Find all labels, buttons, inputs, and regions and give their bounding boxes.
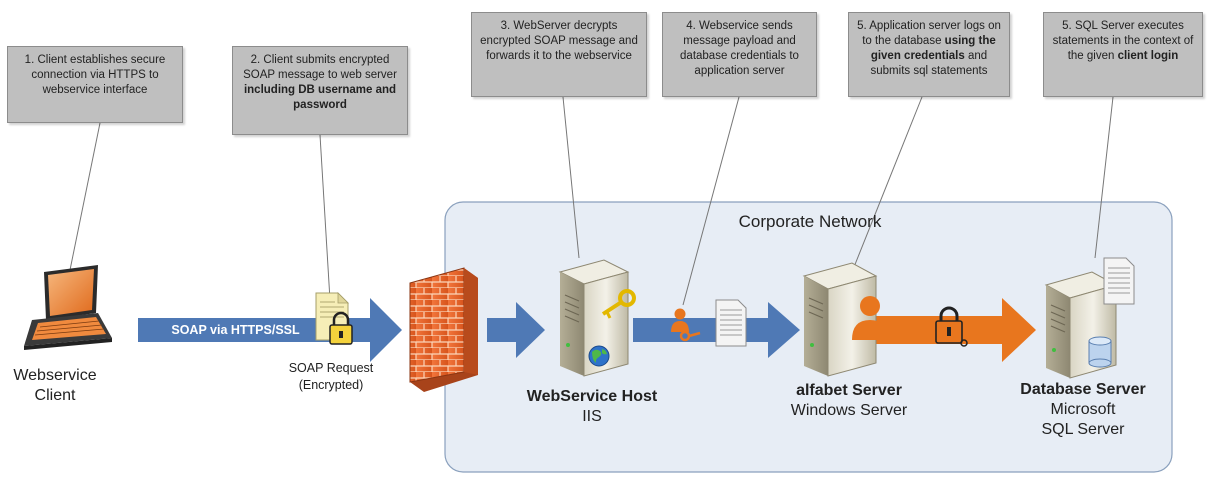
lock-with-key-icon [935, 306, 968, 347]
globe-icon [588, 345, 610, 367]
callout-text-run: 4. Webservice sends message payload and … [680, 20, 799, 77]
callout-connectors [69, 96, 1114, 306]
alfabet-server-icon [802, 262, 878, 377]
webservice-host-name: WebService Host [526, 388, 658, 405]
firewall-icon [409, 267, 478, 392]
webservice-host-label: WebService Host IIS [512, 387, 672, 427]
callout-text-run: 5. SQL Server executes statements in the… [1052, 20, 1194, 62]
database-server-sub2: SQL Server [1041, 421, 1125, 438]
connector-1 [69, 122, 101, 271]
callout-text-run: using the given credentials [870, 35, 996, 62]
message-document-icon [715, 299, 747, 347]
soap-request-line1: SOAP Request [288, 361, 374, 375]
database-server-label: Database Server Microsoft SQL Server [1003, 380, 1163, 440]
connector-4 [682, 96, 740, 306]
corporate-network-label: Corporate Network [738, 212, 882, 231]
database-server-name: Database Server [1020, 381, 1146, 398]
callout-text-run: including DB username and password [243, 84, 397, 111]
client-label-line2: Client [34, 387, 76, 404]
alfabet-server-sub: Windows Server [790, 402, 908, 419]
callout-step-1: 1. Client establishes secure connection … [7, 46, 183, 123]
callout-step-5-app-server: 5. Application server logs on to the dat… [848, 12, 1010, 97]
callout-step-4: 4. Webservice sends message payload and … [662, 12, 817, 97]
alfabet-server-name: alfabet Server [796, 382, 902, 399]
soap-arrow-1 [138, 298, 402, 362]
document-icon [1103, 257, 1135, 305]
soap-request-line2: (Encrypted) [298, 378, 364, 392]
callout-text-run: 3. WebServer decrypts encrypted SOAP mes… [480, 20, 638, 62]
callout-text-run: and submits sql statements [870, 50, 988, 77]
user-with-key-icon [671, 308, 701, 342]
connector-3 [562, 96, 580, 259]
callout-step-2: 2. Client submits encrypted SOAP message… [232, 46, 408, 135]
callout-text-run: client login [1117, 50, 1179, 62]
webservice-host-sub: IIS [582, 408, 602, 425]
callout-text-run: 1. Client establishes secure connection … [24, 54, 166, 96]
connector-6 [1094, 96, 1114, 259]
user-icon [852, 296, 888, 340]
alfabet-server-label: alfabet Server Windows Server [764, 381, 934, 421]
callout-step-3: 3. WebServer decrypts encrypted SOAP mes… [471, 12, 647, 97]
connector-2 [319, 134, 331, 301]
client-label-line1: Webservice [13, 367, 97, 384]
soap-arrow-2 [487, 302, 545, 358]
key-icon-webservice [601, 289, 636, 319]
database-icon [1088, 336, 1112, 368]
soap-arrow-label: SOAP via HTTPS/SSL [171, 323, 300, 337]
database-server-sub1: Microsoft [1050, 401, 1116, 418]
lock-icon [329, 311, 353, 345]
webservice-client-label: Webservice Client [10, 366, 100, 406]
connector-5 [851, 96, 923, 273]
soap-request-label: SOAP Request (Encrypted) [276, 360, 386, 394]
callout-text-run: 5. Application server logs on to the dat… [857, 20, 1001, 47]
callout-text-run: 2. Client submits encrypted SOAP message… [243, 54, 397, 81]
laptop-icon [24, 265, 112, 350]
callout-step-5-sql-server: 5. SQL Server executes statements in the… [1043, 12, 1203, 97]
